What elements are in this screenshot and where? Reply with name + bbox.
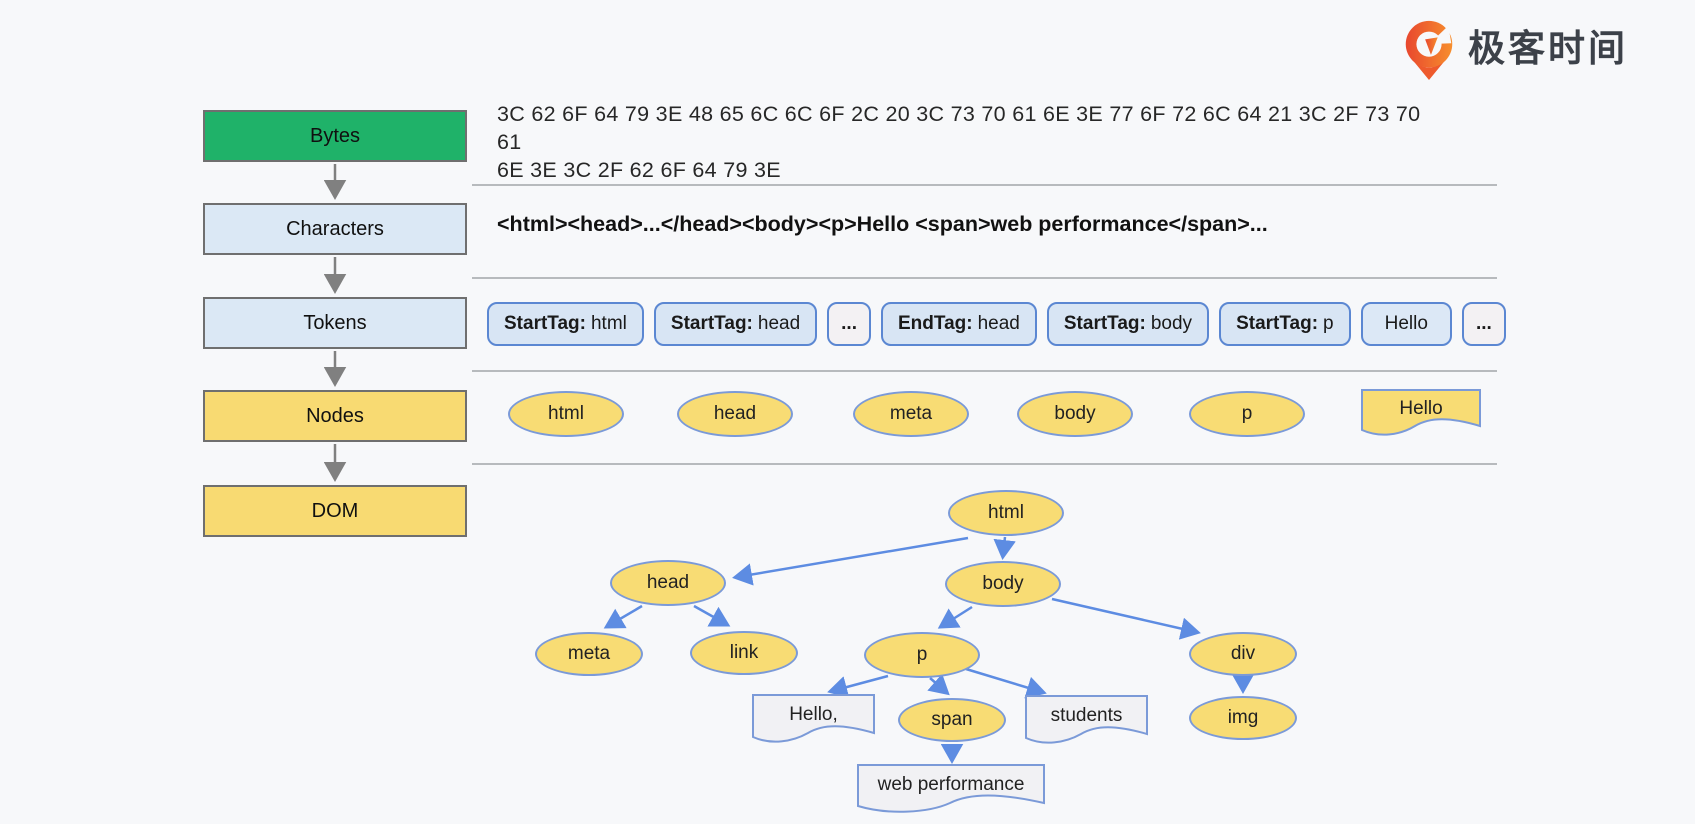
token-endtag-head: EndTag:head [881, 302, 1037, 346]
dom-node-label: p [916, 644, 928, 665]
dom-node-label: body [982, 573, 1024, 594]
token-value: body [1150, 313, 1193, 334]
pipeline-box-nodes: Nodes [203, 390, 467, 442]
dom-node-link: link [690, 631, 798, 675]
bytes-hex-text: 3C 62 6F 64 79 3E 48 65 6C 6C 6F 2C 20 3… [497, 100, 1427, 184]
token-value: ... [1475, 313, 1492, 334]
token-starttag-body: StartTag:body [1046, 302, 1210, 346]
token-value: ... [841, 313, 857, 334]
document-shapes [752, 389, 1481, 813]
geektime-logo: 极客时间 [1398, 16, 1628, 82]
node-ellipse-meta: meta [853, 391, 969, 437]
dom-node-span: span [898, 698, 1006, 742]
bytes-hex-line1: 3C 62 6F 64 79 3E 48 65 6C 6C 6F 2C 20 3… [497, 102, 1421, 154]
token-ellipsis: ... [1461, 302, 1506, 346]
pipeline-box-label: Tokens [303, 311, 367, 334]
dom-node-html: html [948, 490, 1064, 536]
token-starttag-p: StartTag:p [1219, 302, 1351, 346]
pipeline-box-tokens: Tokens [203, 297, 467, 349]
node-label: head [713, 403, 757, 424]
dom-node-head: head [610, 560, 726, 606]
separator-line [472, 370, 1497, 372]
node-label: html [548, 403, 584, 424]
separator-line [472, 463, 1497, 465]
dom-node-div: div [1189, 632, 1297, 676]
token-type: StartTag: [504, 313, 586, 334]
bytes-hex-line2: 6E 3E 3C 2F 62 6F 64 79 3E [497, 158, 781, 182]
geektime-logo-icon [1405, 20, 1453, 80]
token-value: Hello [1384, 313, 1428, 334]
token-type: StartTag: [1063, 313, 1146, 334]
pipeline-box-label: Bytes [309, 124, 361, 147]
node-label: meta [889, 403, 933, 424]
dom-node-meta: meta [535, 632, 643, 676]
dom-node-label: div [1230, 643, 1256, 664]
node-textnode-hello: Hello [1399, 398, 1443, 419]
dom-textnode-hello: Hello, [789, 704, 838, 725]
dom-node-label: link [729, 642, 759, 663]
separator-line [472, 277, 1497, 279]
pipeline-box-label: Nodes [306, 404, 364, 427]
dom-node-label: span [931, 709, 973, 730]
token-value: head [757, 313, 801, 334]
dom-node-label: meta [567, 643, 611, 664]
dom-node-label: img [1227, 707, 1259, 728]
characters-text: <html><head>...</head><body><p>Hello <sp… [497, 212, 1268, 236]
pipeline-box-label: Characters [286, 217, 384, 240]
node-ellipse-html: html [508, 391, 624, 437]
dom-node-img: img [1189, 696, 1297, 740]
pipeline-box-label: DOM [311, 499, 359, 522]
token-value: p [1323, 313, 1334, 334]
pipeline-box-bytes: Bytes [203, 110, 467, 162]
token-value: head [977, 313, 1020, 334]
dom-node-label: head [646, 572, 690, 593]
token-type: StartTag: [670, 313, 753, 334]
node-ellipse-head: head [677, 391, 793, 437]
separator-line [472, 184, 1497, 186]
token-ellipsis: ... [827, 302, 871, 346]
dom-node-body: body [945, 561, 1061, 607]
node-label: p [1241, 403, 1253, 424]
token-type: StartTag: [1236, 313, 1319, 334]
token-text-hello: Hello [1360, 302, 1452, 346]
dom-node-p: p [864, 632, 980, 678]
geektime-logo-text: 极客时间 [1468, 28, 1628, 69]
dom-textnode-web-performance: web performance [877, 774, 1025, 795]
token-starttag-html: StartTag:html [487, 302, 644, 346]
token-starttag-head: StartTag:head [653, 302, 818, 346]
node-ellipse-body: body [1017, 391, 1133, 437]
tokens-row: StartTag:html StartTag:head ... EndTag:h… [487, 302, 1506, 346]
pipeline-box-characters: Characters [203, 203, 467, 255]
dom-textnode-students: students [1050, 705, 1123, 726]
node-ellipse-p: p [1189, 391, 1305, 437]
dom-node-label: html [988, 502, 1024, 523]
node-label: body [1054, 403, 1096, 424]
token-type: EndTag: [898, 313, 973, 334]
token-value: html [590, 313, 627, 334]
pipeline-box-dom: DOM [203, 485, 467, 537]
